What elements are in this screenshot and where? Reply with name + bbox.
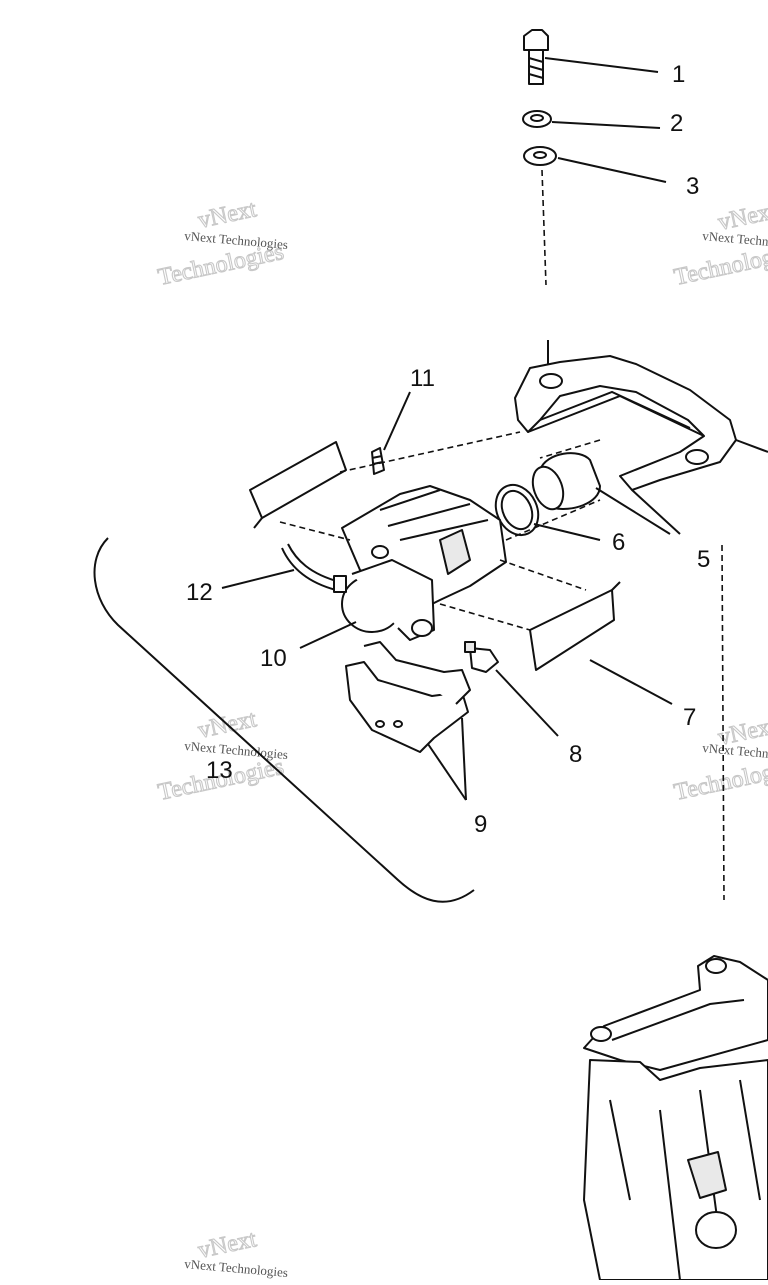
leader-9b [461,717,467,801]
callout-7: 7 [683,704,696,731]
leader-5 [631,489,681,535]
mount-axis-line [721,544,725,901]
callout-10: 10 [260,645,287,672]
watermark-big-line-1: vNext [196,196,259,234]
piston-6 [531,452,601,511]
assembly-line [505,499,601,541]
callout-6: 6 [612,529,625,556]
leader-2 [551,121,661,129]
callout-12: 12 [186,579,213,606]
assembly-line [339,431,521,473]
leader-11 [383,391,411,451]
fitting-8 [464,641,499,673]
leader-6 [533,523,601,541]
piston-seal-6 [494,483,540,537]
bleeder-screw-11 [371,447,385,475]
subassembly-bracket-13 [93,537,475,903]
watermark-small-text: vNext Technologies [184,738,289,762]
frame-mount [583,955,768,1281]
brake-pads-9 [345,641,471,753]
lock-washer-2 [522,110,552,128]
watermark-small-text: vNext Technologies [184,1256,289,1280]
callout-11: 11 [410,365,435,392]
watermark-small-text: vNext Technologies [702,740,768,764]
pad-shim-upper [249,441,347,529]
leader-1 [544,57,659,73]
assembly-line [439,603,531,631]
flat-washer-3 [523,146,557,166]
assembly-line [499,559,587,591]
leader-9a [427,743,467,801]
callout-13: 13 [206,757,233,784]
watermark-top-right: vNext Technologies vNext Technologies [671,198,768,292]
callout-2: 2 [670,110,683,137]
callout-5: 5 [697,546,710,573]
caliper-piston-housing-10 [341,559,435,641]
leader-10 [299,621,357,649]
bolt-1 [523,29,549,85]
watermark-top-left: vNext Technologies vNext Technologies [155,196,288,292]
leader-5b [595,487,671,535]
leader-3 [557,157,667,183]
pad-shim-7 [529,581,621,671]
bolt-axis-line [541,169,547,286]
caliper-bracket-5 [514,355,737,491]
callout-9: 9 [474,811,487,838]
leader-7 [589,659,673,705]
callout-3: 3 [686,173,699,200]
bracket-edge [735,439,768,453]
callout-1: 1 [672,61,685,88]
brake-hose-12 [281,543,347,593]
callout-8: 8 [569,741,582,768]
leader-12 [221,569,295,589]
assembly-line [279,521,351,541]
watermark-big-line-2: Technologies [672,754,768,806]
assembly-line [539,439,601,459]
leader-8 [495,669,559,737]
